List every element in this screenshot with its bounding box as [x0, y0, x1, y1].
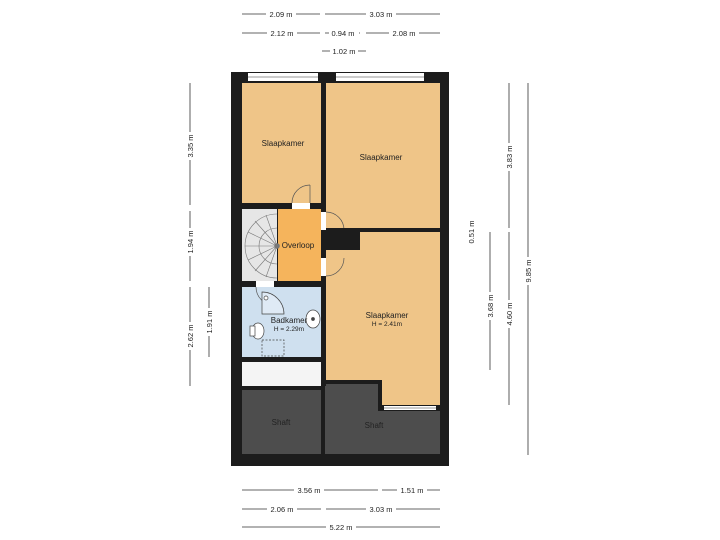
- room-label-bathroom: Badkamer: [271, 316, 308, 325]
- dim-top-1b: 3.03 m: [370, 10, 393, 19]
- dim-right-4: 4.60 m: [505, 303, 514, 326]
- bathroom-fixtures: [249, 291, 321, 357]
- dim-left-2: 1.94 m: [186, 231, 195, 254]
- dim-left-inner-1: 1.91 m: [205, 311, 214, 334]
- dim-left-1: 3.35 m: [186, 135, 195, 158]
- dim-right-1: 3.83 m: [505, 146, 514, 169]
- top-dimensions: 2.09 m 3.03 m 2.12 m 0.94 m 2.08 m 1.02 …: [242, 9, 440, 56]
- room-bedroom-bottom: [326, 232, 440, 405]
- dim-top-1a: 2.09 m: [270, 10, 293, 19]
- dim-right-outer: 9.85 m: [524, 260, 533, 283]
- windows: [248, 73, 438, 410]
- dim-bottom-2a: 2.06 m: [271, 505, 294, 514]
- left-dimensions: 3.35 m 1.94 m 2.62 m 1.91 m: [185, 83, 214, 386]
- room-height-bathroom: H = 2.29m: [274, 326, 304, 333]
- room-label-landing: Overloop: [282, 241, 315, 250]
- dim-right-3: 3.68 m: [486, 295, 495, 318]
- room-bedroom-top-right: [326, 83, 440, 228]
- room-label-shaft-right: Shaft: [365, 421, 384, 430]
- dim-right-2: 0.51 m: [467, 221, 476, 244]
- room-label-bedroom-top-left: Slaapkamer: [262, 139, 305, 148]
- room-bedroom-top-left: [242, 83, 321, 203]
- dim-top-3a: 1.02 m: [333, 47, 356, 56]
- room-landing: [278, 209, 321, 281]
- room-shaft-right: [325, 384, 440, 454]
- right-dimensions: 3.83 m 0.51 m 3.68 m 4.60 m 9.85 m: [466, 83, 533, 455]
- dim-bottom-1b: 1.51 m: [401, 486, 424, 495]
- dim-bottom-3a: 5.22 m: [330, 523, 353, 532]
- dim-bottom-2b: 3.03 m: [370, 505, 393, 514]
- dim-bottom-1a: 3.56 m: [298, 486, 321, 495]
- dim-left-3: 2.62 m: [186, 325, 195, 348]
- room-shaft-left: [242, 390, 321, 454]
- spiral-staircase: [244, 213, 280, 279]
- room-utility-strip: [242, 362, 321, 386]
- interior-walls: [242, 83, 440, 411]
- room-label-shaft-left: Shaft: [272, 418, 291, 427]
- shower-tray-icon: [261, 339, 285, 357]
- dim-top-2a: 2.12 m: [271, 29, 294, 38]
- room-label-bedroom-top-right: Slaapkamer: [360, 153, 403, 162]
- room-stairwell: [242, 209, 277, 281]
- bottom-dimensions: 3.56 m 1.51 m 2.06 m 3.03 m 5.22 m: [242, 485, 440, 532]
- dim-top-2c: 2.08 m: [393, 29, 416, 38]
- room-height-bedroom-bottom: H = 2.41m: [372, 321, 402, 328]
- room-label-bedroom-bottom: Slaapkamer: [366, 311, 409, 320]
- dim-top-2b: 0.94 m: [332, 29, 355, 38]
